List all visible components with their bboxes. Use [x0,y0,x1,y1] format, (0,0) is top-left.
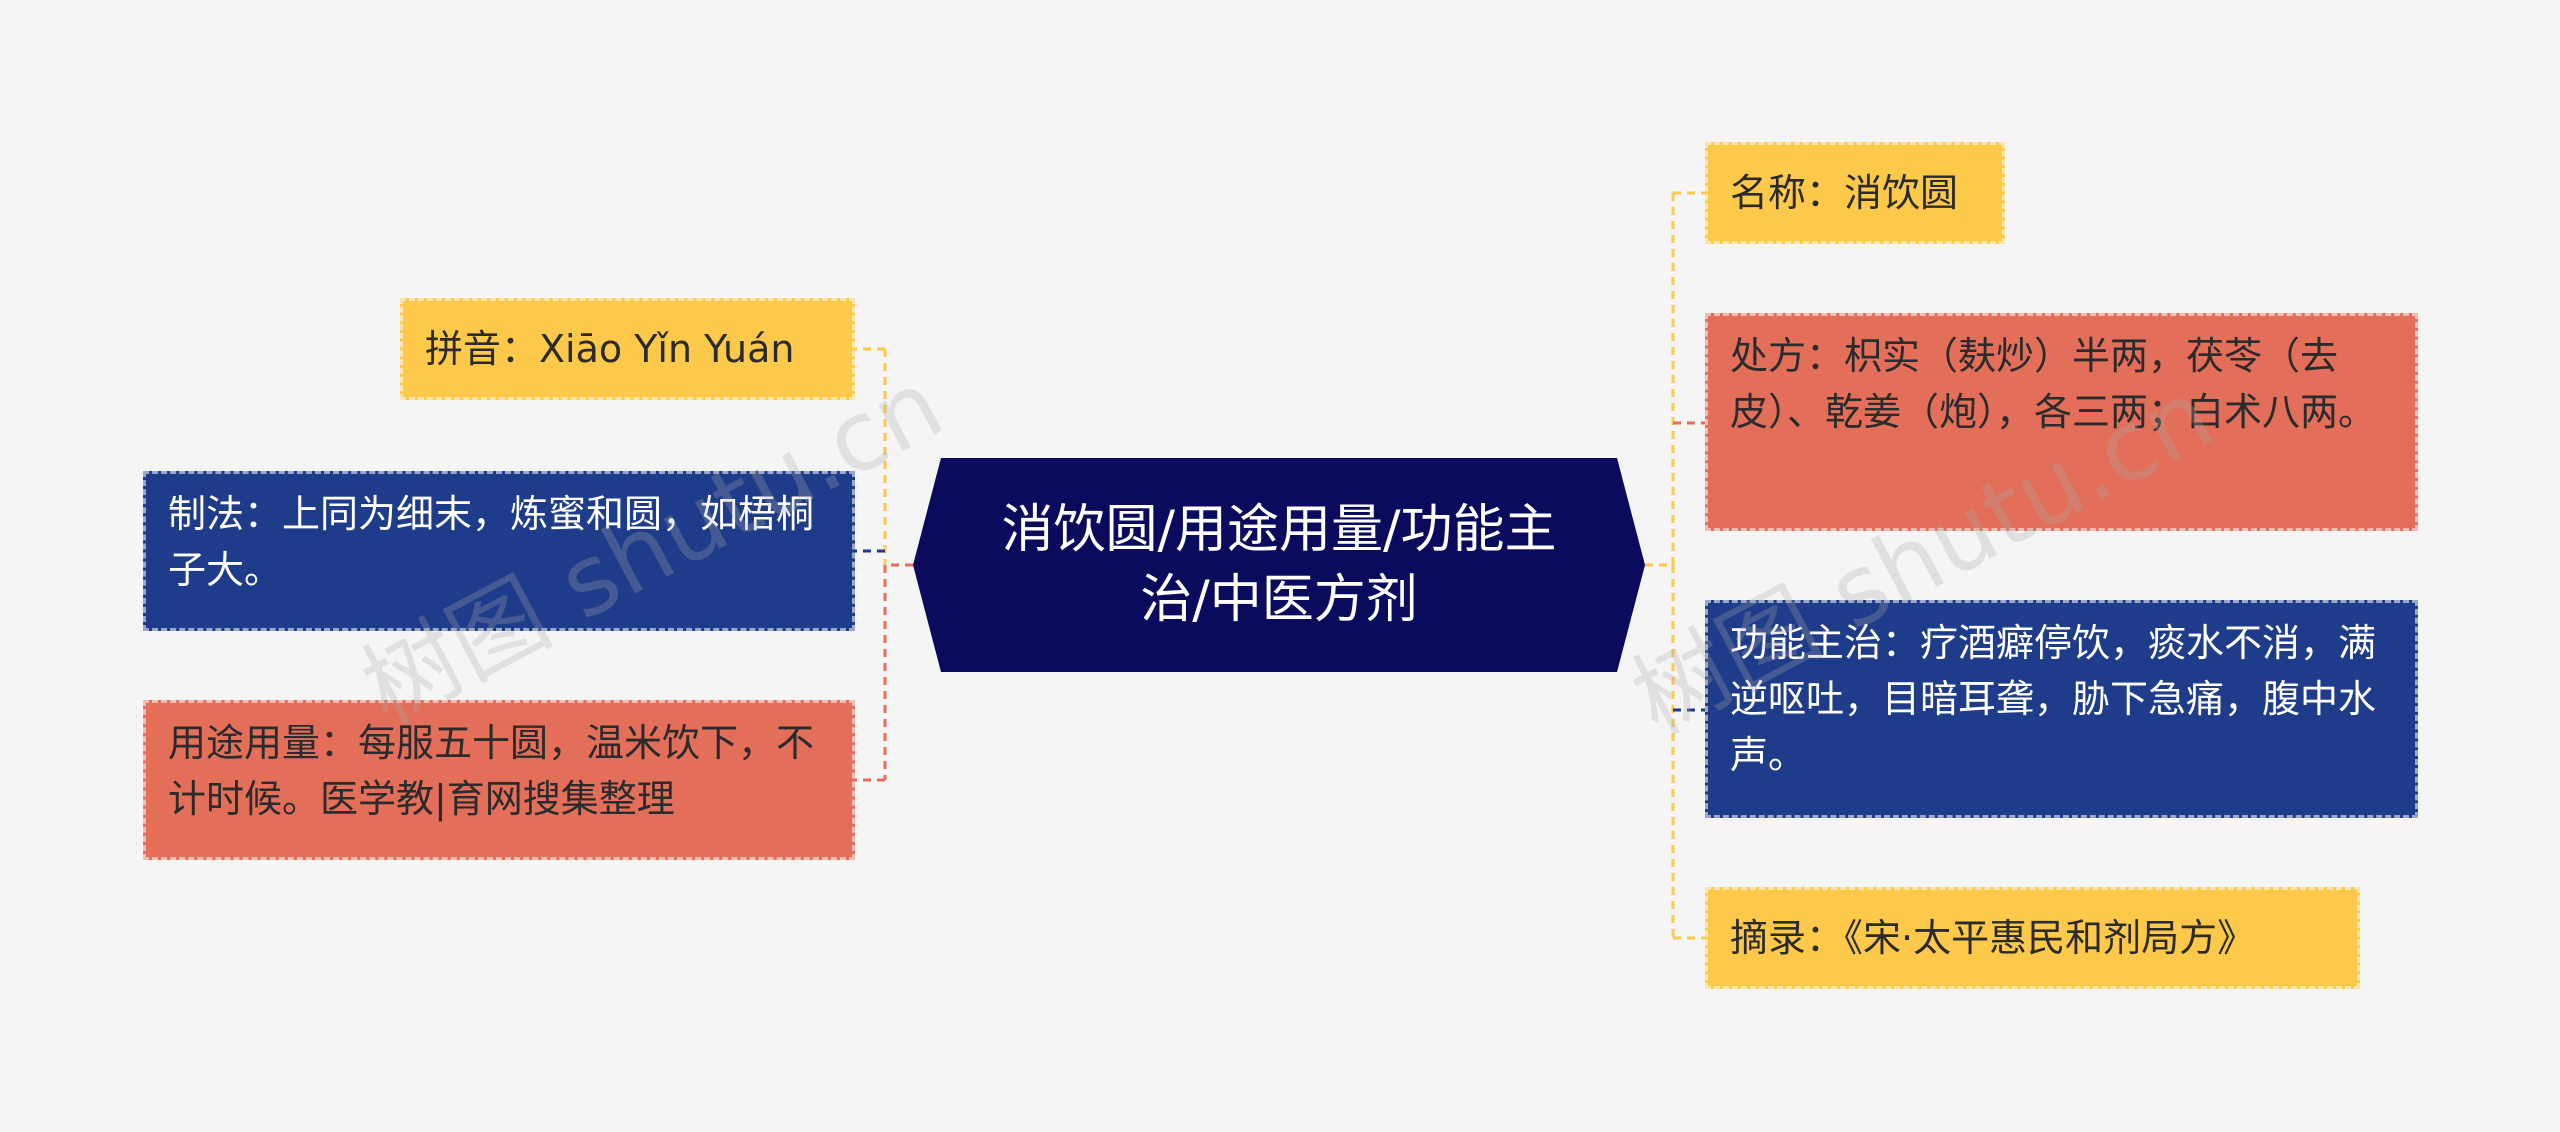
node-preparation-label: 制法：上同为细末，炼蜜和圆，如梧桐子大。 [168,492,815,592]
node-prescription[interactable]: 处方：枳实（麸炒）半两，茯苓（去皮）、乾姜（炮），各三两；白术八两。 [1705,313,2418,531]
node-pinyin[interactable]: 拼音：Xiāo Yǐn Yuán [400,298,855,400]
node-prescription-label: 处方：枳实（麸炒）半两，茯苓（去皮）、乾姜（炮），各三两；白术八两。 [1730,334,2377,434]
node-name[interactable]: 名称：消饮圆 [1705,142,2005,244]
node-preparation[interactable]: 制法：上同为细末，炼蜜和圆，如梧桐子大。 [143,471,855,631]
node-indications-label: 功能主治：疗酒癖停饮，痰水不消，满逆呕吐，目暗耳聋，胁下急痛，腹中水声。 [1730,621,2377,777]
center-node[interactable]: 消饮圆/用途用量/功能主治/中医方剂 [913,458,1645,672]
center-node-shape [913,458,1645,672]
center-node-title: 消饮圆/用途用量/功能主治/中医方剂 [1001,500,1557,630]
node-pinyin-label: 拼音：Xiāo Yǐn Yuán [425,327,795,371]
node-source[interactable]: 摘录：《宋·太平惠民和剂局方》 [1705,887,2360,989]
node-usage-label: 用途用量：每服五十圆，温米饮下，不计时候。医学教|育网搜集整理 [168,721,815,821]
node-usage[interactable]: 用途用量：每服五十圆，温米饮下，不计时候。医学教|育网搜集整理 [143,700,855,860]
node-indications[interactable]: 功能主治：疗酒癖停饮，痰水不消，满逆呕吐，目暗耳聋，胁下急痛，腹中水声。 [1705,600,2418,818]
node-source-label: 摘录：《宋·太平惠民和剂局方》 [1730,916,2256,960]
node-name-label: 名称：消饮圆 [1730,171,1959,215]
